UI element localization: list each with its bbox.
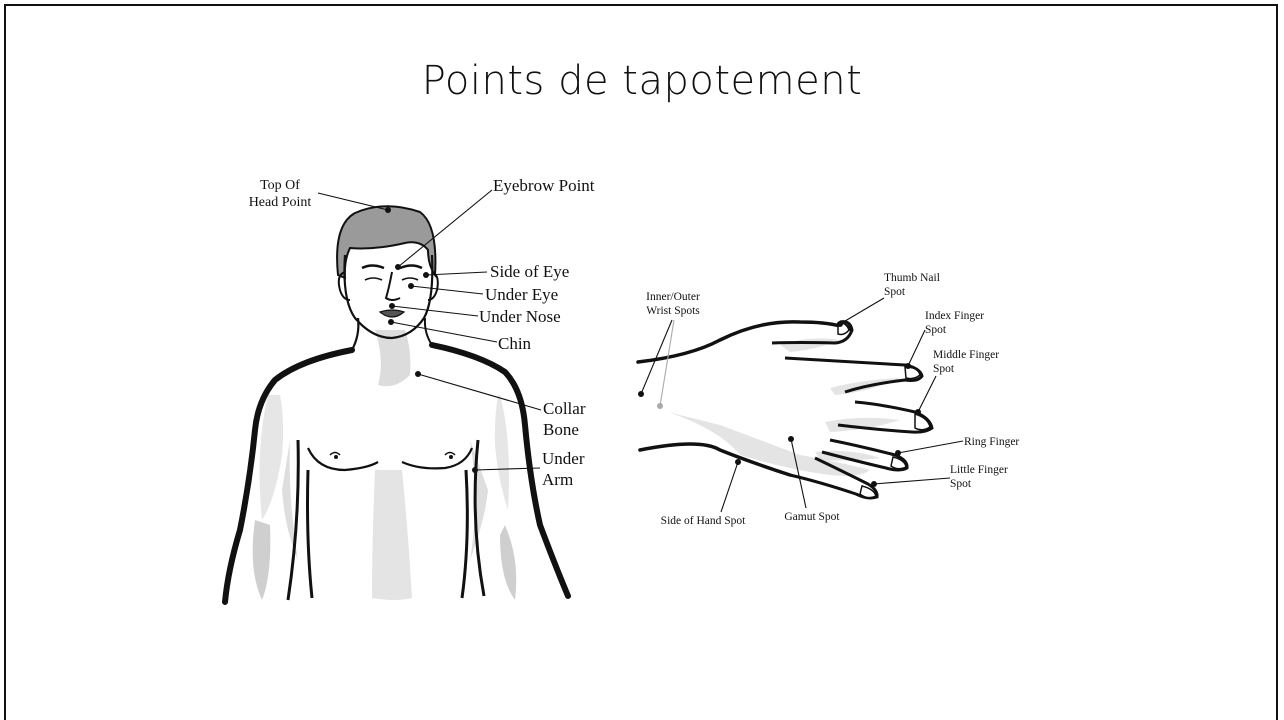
ring-finger-point: [895, 450, 901, 456]
label-wrist-1: Inner/Outer: [646, 291, 700, 303]
label-index-finger-1: Index Finger: [925, 310, 984, 322]
label-top-of-head-1: Top Of: [260, 178, 300, 193]
hand-figure: [638, 322, 932, 498]
collar-bone-point: [415, 371, 421, 377]
side-of-eye-point: [423, 272, 429, 278]
index-finger-point: [905, 363, 911, 369]
label-middle-finger-2: Spot: [933, 363, 955, 375]
gamut-point: [788, 436, 794, 442]
label-side-of-hand: Side of Hand Spot: [661, 515, 746, 527]
label-under-nose: Under Nose: [479, 307, 561, 326]
label-thumb-nail-2: Spot: [884, 286, 906, 298]
label-wrist-2: Wrist Spots: [646, 305, 700, 317]
label-under-arm-2: Arm: [542, 470, 573, 489]
label-under-arm-1: Under: [542, 449, 585, 468]
top-of-head-point: [385, 207, 391, 213]
label-ring-finger: Ring Finger: [964, 436, 1019, 448]
label-gamut: Gamut Spot: [784, 511, 840, 523]
label-top-of-head-2: Head Point: [249, 195, 312, 210]
label-thumb-nail-1: Thumb Nail: [884, 272, 940, 284]
thumb-nail-point: [837, 321, 843, 327]
hand-leader-lines: [641, 298, 963, 512]
eyebrow-point: [395, 264, 401, 270]
middle-finger-point: [915, 409, 921, 415]
under-nose-point: [389, 303, 395, 309]
chin-point: [388, 319, 394, 325]
label-under-eye: Under Eye: [485, 285, 558, 304]
side-of-hand-point: [735, 459, 741, 465]
label-collar-bone-1: Collar: [543, 399, 586, 418]
label-side-of-eye: Side of Eye: [490, 262, 569, 281]
label-collar-bone-2: Bone: [543, 420, 579, 439]
label-index-finger-2: Spot: [925, 324, 947, 336]
label-middle-finger-1: Middle Finger: [933, 349, 999, 361]
outer-wrist-point: [657, 403, 663, 409]
under-eye-point: [408, 283, 414, 289]
little-finger-point: [871, 481, 877, 487]
label-eyebrow: Eyebrow Point: [493, 176, 595, 195]
label-little-finger-2: Spot: [950, 478, 972, 490]
label-chin: Chin: [498, 334, 532, 353]
under-arm-point: [472, 467, 478, 473]
inner-wrist-point: [638, 391, 644, 397]
label-little-finger-1: Little Finger: [950, 464, 1008, 476]
